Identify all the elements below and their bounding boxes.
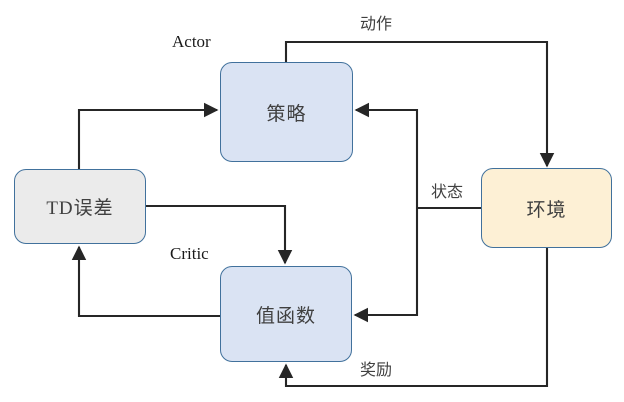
- node-td-error[interactable]: TD误差: [14, 169, 146, 244]
- edge-td-to-policy: [77, 102, 219, 169]
- edge-label-reward: 奖励: [358, 356, 395, 380]
- group-label-critic: Critic: [170, 244, 209, 263]
- node-value-function-label: 值函数: [255, 305, 316, 327]
- node-policy-label: 策略: [266, 103, 307, 125]
- node-td-error-label: TD误差: [46, 198, 114, 219]
- edge-policy-to-environment: [284, 40, 555, 168]
- edge-environment-to-value-reward: [278, 248, 549, 388]
- node-value-function[interactable]: 值函数: [220, 266, 352, 362]
- node-environment[interactable]: 环境: [481, 168, 612, 248]
- edge-td-to-value: [146, 204, 293, 265]
- edge-state-to-policy: [354, 102, 419, 208]
- node-policy[interactable]: 策略: [220, 62, 353, 162]
- group-label-actor: Actor: [172, 32, 211, 51]
- node-environment-label: 环境: [526, 199, 567, 221]
- edge-state-to-value: [353, 208, 419, 323]
- edge-value-to-td: [71, 245, 220, 318]
- edge-label-state: 状态: [429, 178, 466, 202]
- edge-label-action: 动作: [358, 10, 395, 34]
